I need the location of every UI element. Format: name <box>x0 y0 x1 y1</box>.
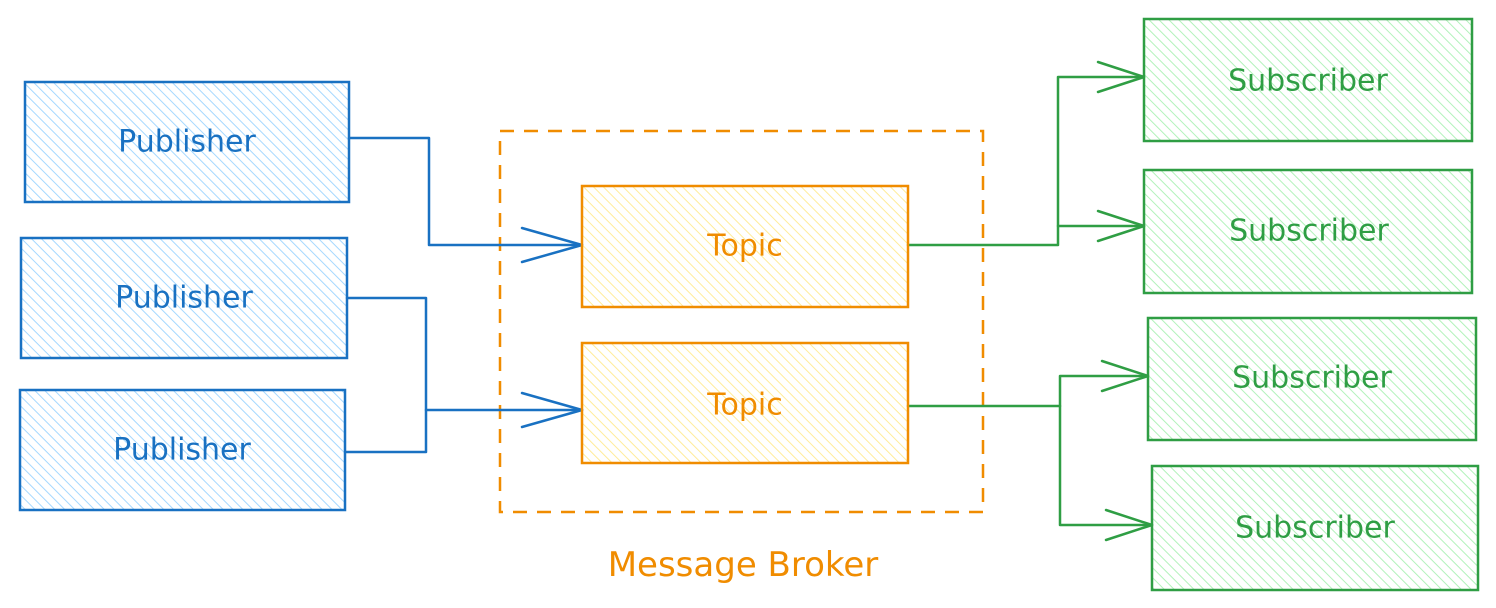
subscriber-label: Subscriber <box>1228 64 1388 99</box>
subscriber-connectors <box>906 60 1154 542</box>
subscriber-box: Subscriber <box>1146 316 1478 442</box>
publisher-connectors <box>343 136 584 454</box>
connector-topic-2-to-subscriber-4 <box>1058 404 1154 527</box>
subscriber-label: Subscriber <box>1232 361 1392 396</box>
message-broker-boundary <box>498 129 985 514</box>
subscriber-box: Subscriber <box>1142 168 1474 295</box>
publisher-box: Publisher <box>19 236 349 360</box>
connector-topic-1-to-subscriber-1 <box>906 75 1146 247</box>
publisher-label: Publisher <box>115 281 253 316</box>
connector-publisher-1-to-topic-1 <box>347 136 584 247</box>
subscriber-box: Subscriber <box>1142 17 1474 143</box>
topic-box: Topic <box>580 184 910 309</box>
subscriber-box: Subscriber <box>1150 464 1480 592</box>
subscriber-label: Subscriber <box>1235 511 1395 546</box>
topic-label: Topic <box>706 229 782 264</box>
connector-publisher-3-to-topic-2 <box>343 408 428 454</box>
message-broker-label: Message Broker <box>608 545 879 585</box>
subscriber-label: Subscriber <box>1229 214 1389 249</box>
publisher-box: Publisher <box>18 388 347 512</box>
connector-topic-2-to-subscriber-3 <box>906 374 1150 408</box>
publisher-box: Publisher <box>23 80 351 204</box>
connector-publisher-2-to-topic-2 <box>345 296 584 412</box>
publisher-label: Publisher <box>113 433 251 468</box>
topic-label: Topic <box>706 388 782 423</box>
publisher-label: Publisher <box>118 125 256 160</box>
topic-box: Topic <box>580 341 910 465</box>
